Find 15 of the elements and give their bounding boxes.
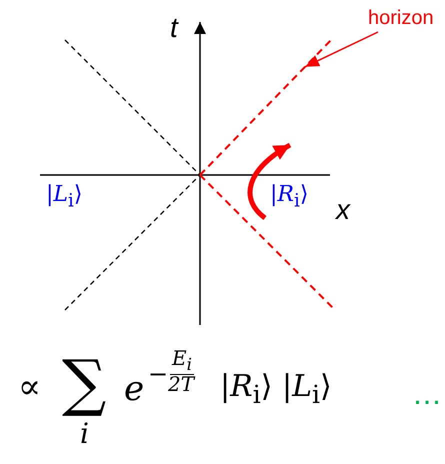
sum-symbol: ∑ xyxy=(62,352,106,414)
formula-text: |R$_{i}$⟩ |L$_{i}$⟩ xyxy=(220,372,332,407)
state-label: |R$_{i}$⟩ xyxy=(270,184,308,211)
leader-line xyxy=(304,31,378,68)
formula-symbol: e xyxy=(124,372,144,406)
ellipsis-text: … xyxy=(412,380,442,410)
formula-symbol: ∝ xyxy=(18,370,42,404)
axis-label: x xyxy=(336,196,350,224)
formula-symbol: − xyxy=(148,362,168,386)
callout-text: horizon xyxy=(368,7,434,29)
formula-fraction: E$_{i}$ xyxy=(170,348,194,375)
formula-fraction: 2T xyxy=(168,374,194,394)
formula-index: i xyxy=(80,420,89,448)
state-label: |L$_{i}$⟩ xyxy=(46,184,82,211)
axis-label: t xyxy=(170,14,178,42)
